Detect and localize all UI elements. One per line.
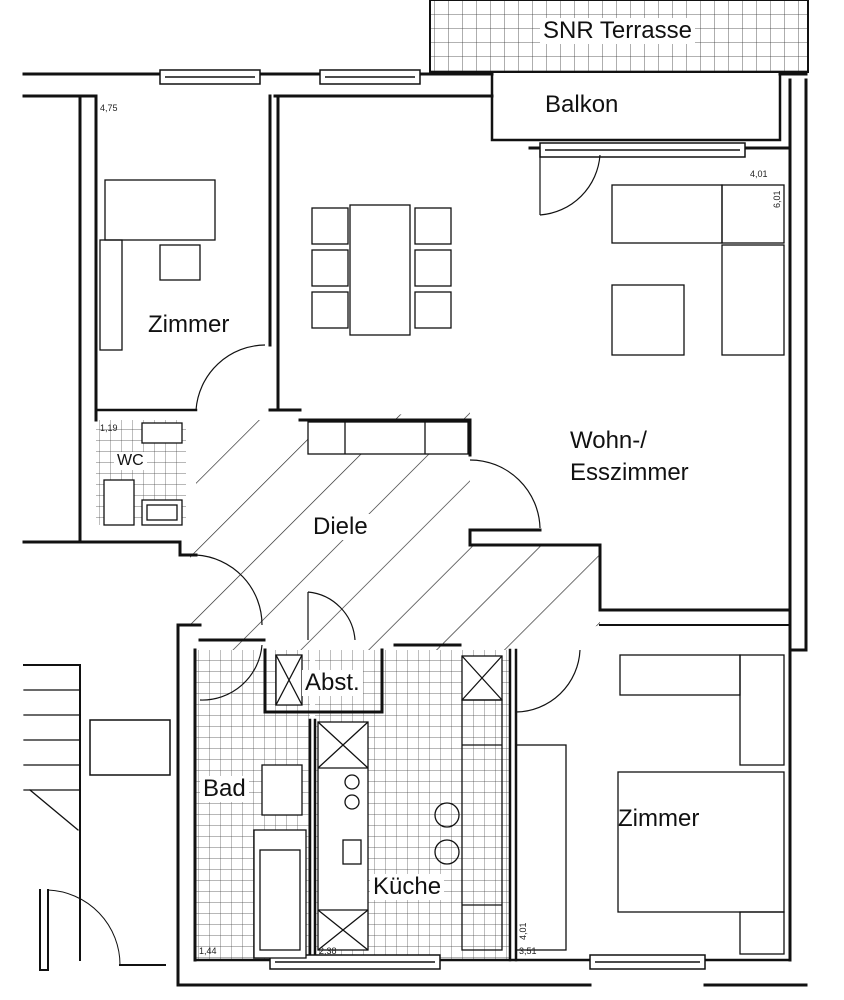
label-room-bottom: Zimmer bbox=[618, 805, 700, 832]
windows bbox=[159, 69, 746, 970]
label-hall: Diele bbox=[310, 514, 371, 540]
dim-351: 3,51 bbox=[519, 946, 537, 956]
dim-601: 6,01 bbox=[772, 190, 782, 208]
label-room-top: Zimmer bbox=[148, 311, 230, 338]
dim-401-top: 4,01 bbox=[750, 169, 768, 179]
furniture bbox=[99, 179, 785, 959]
label-living-2: Esszimmer bbox=[570, 459, 689, 486]
label-bath: Bad bbox=[200, 776, 249, 802]
dim-401-bottom: 4,01 bbox=[518, 922, 528, 940]
label-storage: Abst. bbox=[302, 670, 363, 696]
hall-hatch bbox=[190, 410, 600, 650]
label-kitchen: Küche bbox=[370, 874, 445, 900]
label-balcony: Balkon bbox=[545, 91, 619, 118]
dim-238: 2,38 bbox=[319, 946, 337, 956]
label-wc: WC bbox=[114, 452, 147, 470]
walls bbox=[22, 72, 808, 987]
label-terrace: SNR Terrasse bbox=[540, 18, 695, 44]
dim-475: 4,75 bbox=[100, 103, 118, 113]
doors bbox=[195, 150, 601, 713]
dim-119: 1,19 bbox=[100, 423, 118, 433]
label-living-1: Wohn-/ bbox=[570, 427, 647, 454]
dim-144: 1,44 bbox=[199, 946, 217, 956]
